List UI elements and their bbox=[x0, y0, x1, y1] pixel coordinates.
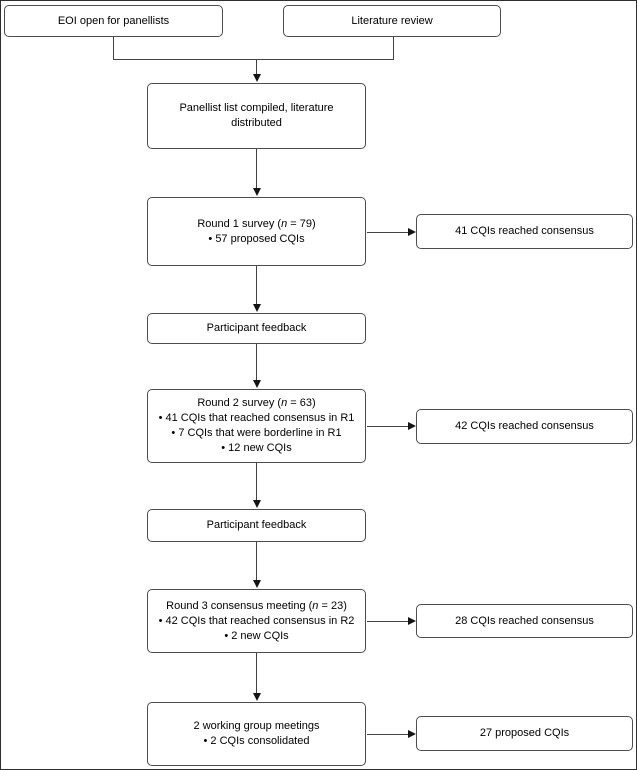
connector-segment bbox=[393, 37, 394, 59]
connector-segment bbox=[256, 149, 257, 189]
arrowhead-down-icon bbox=[253, 580, 261, 588]
arrowhead-down-icon bbox=[253, 500, 261, 508]
node-bullet: • 57 proposed CQIs bbox=[208, 232, 305, 245]
node-label: 28 CQIs reached consensus bbox=[455, 614, 594, 627]
node-label: Participant feedback bbox=[206, 322, 307, 334]
node-bullet: • 2 new CQIs bbox=[224, 629, 289, 642]
node-label: Literature review bbox=[351, 14, 433, 27]
node-title: Round 2 survey (n = 63) bbox=[154, 396, 359, 411]
connector-segment bbox=[256, 59, 257, 75]
title-text: = 63) bbox=[287, 397, 316, 409]
node-participant-feedback-2: Participant feedback bbox=[147, 509, 366, 542]
node-round3-meeting: Round 3 consensus meeting (n = 23) • 42 … bbox=[147, 589, 366, 653]
node-bullet: • 7 CQIs that were borderline in R1 bbox=[171, 427, 342, 439]
arrowhead-right-icon bbox=[408, 422, 416, 430]
node-participant-feedback-1: Participant feedback bbox=[147, 313, 366, 344]
node-outcome-r3: 28 CQIs reached consensus bbox=[416, 604, 633, 638]
node-bullet: • 2 CQIs consolidated bbox=[203, 735, 310, 747]
node-bullet: • 41 CQIs that reached consensus in R1 bbox=[158, 412, 355, 424]
node-working-group: 2 working group meetings • 2 CQIs consol… bbox=[147, 702, 366, 766]
title-text: Round 1 survey ( bbox=[197, 217, 282, 230]
node-label: 27 proposed CQIs bbox=[479, 727, 570, 739]
node-outcome-r2: 42 CQIs reached consensus bbox=[416, 409, 633, 444]
connector-segment bbox=[367, 426, 408, 427]
arrowhead-right-icon bbox=[408, 730, 416, 738]
arrowhead-right-icon bbox=[408, 228, 416, 236]
node-panellist-compiled: Panellist list compiled, literature dist… bbox=[147, 83, 366, 149]
node-literature-review: Literature review bbox=[283, 5, 501, 37]
connector-segment bbox=[256, 463, 257, 501]
node-round1-survey: Round 1 survey (n = 79) • 57 proposed CQ… bbox=[147, 197, 366, 266]
node-label: Panellist list compiled, literature dist… bbox=[179, 102, 334, 129]
arrowhead-down-icon bbox=[253, 693, 261, 701]
arrowhead-right-icon bbox=[408, 617, 416, 625]
connector-segment bbox=[367, 734, 408, 735]
arrowhead-down-icon bbox=[253, 304, 261, 312]
node-label: 42 CQIs reached consensus bbox=[455, 420, 594, 432]
title-text: = 79) bbox=[287, 217, 316, 230]
connector-segment bbox=[256, 542, 257, 581]
arrowhead-down-icon bbox=[253, 188, 261, 196]
connector-segment bbox=[367, 621, 408, 622]
connector-segment bbox=[113, 37, 114, 59]
title-text: Round 2 survey ( bbox=[197, 397, 282, 409]
node-label: 41 CQIs reached consensus bbox=[455, 225, 594, 237]
node-outcome-r1: 41 CQIs reached consensus bbox=[416, 214, 633, 249]
title-text: Round 3 consensus meeting ( bbox=[166, 599, 313, 612]
arrowhead-down-icon bbox=[253, 74, 261, 82]
connector-segment bbox=[367, 232, 408, 233]
node-label: EOI open for panellists bbox=[57, 14, 170, 27]
node-outcome-final: 27 proposed CQIs bbox=[416, 716, 633, 751]
connector-segment bbox=[256, 653, 257, 694]
arrowhead-down-icon bbox=[253, 380, 261, 388]
connector-segment bbox=[113, 59, 394, 60]
node-bullet: • 42 CQIs that reached consensus in R2 bbox=[158, 614, 355, 627]
node-title: Round 3 consensus meeting (n = 23) bbox=[154, 599, 359, 614]
connector-segment bbox=[256, 344, 257, 381]
node-label: Participant feedback bbox=[206, 519, 307, 531]
node-title: 2 working group meetings bbox=[193, 720, 320, 732]
title-n-italic: n bbox=[312, 599, 319, 612]
node-round2-survey: Round 2 survey (n = 63) • 41 CQIs that r… bbox=[147, 389, 366, 463]
title-n-italic: n bbox=[281, 397, 288, 409]
title-text: = 23) bbox=[318, 599, 347, 612]
node-bullet: • 12 new CQIs bbox=[221, 442, 292, 454]
node-title: Round 1 survey (n = 79) bbox=[154, 217, 359, 232]
title-n-italic: n bbox=[281, 217, 288, 230]
node-eoi-open: EOI open for panellists bbox=[4, 5, 223, 37]
connector-segment bbox=[256, 266, 257, 305]
